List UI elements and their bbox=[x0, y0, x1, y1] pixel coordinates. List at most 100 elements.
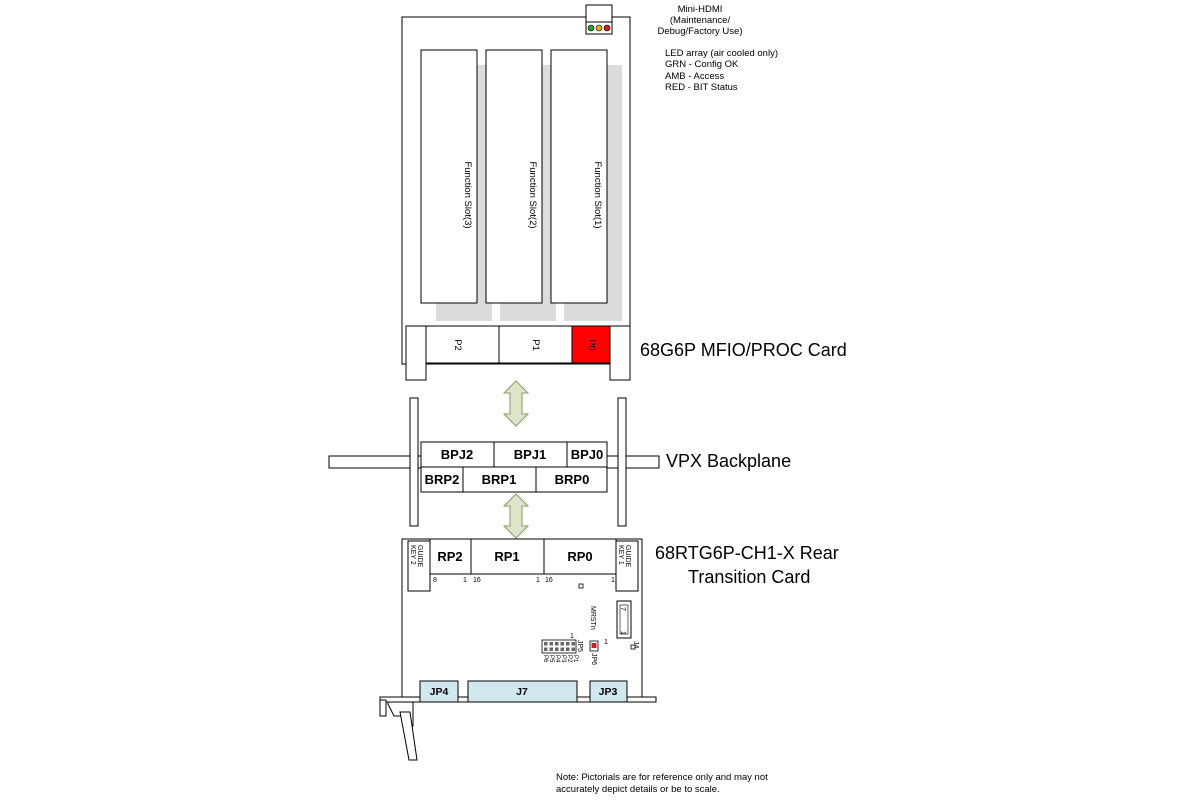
jp6-pin-icon bbox=[591, 643, 597, 648]
j4-inner bbox=[619, 604, 629, 635]
jp5-pin bbox=[549, 642, 553, 646]
jp5-pin bbox=[560, 642, 564, 646]
guide-key-2-line2: KEY 2 bbox=[409, 545, 416, 565]
jp5-pin-p1: P1 bbox=[572, 655, 578, 663]
j7-label: J7 bbox=[516, 686, 528, 698]
jp3-connector bbox=[589, 680, 628, 703]
brp0-connector bbox=[535, 466, 608, 493]
proc-connector-p0 bbox=[571, 325, 611, 364]
jp5-pin bbox=[566, 642, 570, 646]
function-slot-1 bbox=[550, 49, 608, 304]
rtm-title-line1: 68RTG6P-CH1-X Rear bbox=[655, 543, 839, 563]
brp2-connector bbox=[420, 466, 464, 493]
p0-label: P0 bbox=[586, 339, 597, 351]
rp1-pin-right: 1 bbox=[536, 577, 540, 584]
mini-hdmi-label-3: Debug/Factory Use) bbox=[657, 26, 742, 37]
proc-card-title: 68G6P MFIO/PROC Card bbox=[640, 340, 847, 360]
jp6-one-label: 1 bbox=[604, 639, 608, 646]
jp3-label: JP3 bbox=[599, 686, 618, 698]
rp1-connector bbox=[470, 538, 545, 575]
bpj0-label: BPJ0 bbox=[571, 447, 604, 462]
rp0-pin-right: 1 bbox=[611, 577, 615, 584]
jp5-pin bbox=[560, 647, 564, 651]
led-green-icon bbox=[587, 24, 595, 32]
mating-arrow-lower-icon bbox=[502, 493, 530, 539]
led-array-label-3: AMB - Access bbox=[665, 71, 724, 82]
guide-key-2-line1: GUIDE bbox=[416, 545, 423, 568]
brp2-label: BRP2 bbox=[425, 472, 460, 487]
jp5-pin bbox=[571, 647, 575, 651]
rp1-pin-left: 16 bbox=[473, 577, 481, 584]
function-slot-2 bbox=[485, 49, 543, 304]
rp2-label: RP2 bbox=[437, 549, 462, 564]
mini-hdmi-label-2: (Maintenance/ bbox=[670, 15, 731, 26]
rp1-label: RP1 bbox=[494, 549, 519, 564]
jp5-pin bbox=[544, 647, 548, 651]
rp2-connector bbox=[429, 538, 472, 575]
proc-card: Function Slot(3) Function Slot(2) Functi… bbox=[401, 4, 631, 381]
jp5-pin bbox=[571, 642, 575, 646]
function-slot-2-label: Function Slot(2) bbox=[527, 161, 538, 228]
jp5-pin bbox=[549, 647, 553, 651]
p2-label: P2 bbox=[452, 339, 463, 351]
led-array-label-4: RED - BIT Status bbox=[665, 82, 738, 93]
proc-connector-p2 bbox=[425, 325, 500, 364]
jp4-connector bbox=[419, 680, 459, 703]
jp4-label: JP4 bbox=[430, 686, 449, 698]
jp5-one-label: 1 bbox=[570, 633, 574, 640]
rp2-pin-left: 8 bbox=[433, 577, 437, 584]
jp5-pin bbox=[544, 642, 548, 646]
brp1-connector bbox=[462, 466, 537, 493]
p1-label: P1 bbox=[530, 339, 541, 351]
jp5-pin-p6: P6 bbox=[542, 655, 548, 663]
function-slot-3-label: Function Slot(3) bbox=[462, 161, 473, 228]
rp0-label: RP0 bbox=[567, 549, 592, 564]
rp0-connector bbox=[543, 538, 617, 575]
jp5-pin bbox=[566, 647, 570, 651]
jp5-pin bbox=[555, 642, 559, 646]
backplane-left-rail bbox=[409, 397, 419, 527]
bpj0-connector bbox=[566, 441, 608, 468]
backplane-right-rail bbox=[617, 397, 627, 527]
j4-label: J4 bbox=[632, 641, 639, 649]
vpx-backplane: BPJ2 BPJ1 BPJ0 BRP2 BRP1 BRP0 bbox=[328, 397, 660, 527]
j4-marker bbox=[630, 644, 636, 650]
backplane-title: VPX Backplane bbox=[666, 451, 791, 471]
j7-connector bbox=[467, 680, 578, 703]
rtm-card: GUIDE KEY 2 GUIDE KEY 1 RP2 RP1 RP0 8 1 … bbox=[379, 538, 657, 761]
brp0-label: BRP0 bbox=[555, 472, 590, 487]
jp5-pin-p3: P3 bbox=[560, 655, 566, 663]
function-slot-3 bbox=[420, 49, 478, 304]
jp5-pins bbox=[544, 642, 575, 651]
note-line1: Note: Pictorials are for reference only … bbox=[556, 772, 768, 783]
led-amber-icon bbox=[595, 24, 603, 32]
guide-key-1-line1: GUIDE bbox=[624, 545, 631, 568]
rp2-pin-right: 1 bbox=[463, 577, 467, 584]
jp5-pin-p2: P2 bbox=[566, 655, 572, 663]
bpj2-connector bbox=[420, 441, 495, 468]
jp5-pin-p5: P5 bbox=[548, 655, 554, 663]
rtm-title-line2: Transition Card bbox=[688, 567, 810, 587]
j4-pin1-label: 1 bbox=[619, 631, 626, 635]
led-array-label-1: LED array (air cooled only) bbox=[665, 48, 778, 59]
led-red-icon bbox=[603, 24, 611, 32]
small-component bbox=[578, 583, 584, 589]
bpj1-label: BPJ1 bbox=[514, 447, 547, 462]
proc-connector-p1 bbox=[498, 325, 573, 364]
ejector-handle-icon bbox=[399, 711, 418, 761]
bpj2-label: BPJ2 bbox=[441, 447, 474, 462]
proc-right-guide bbox=[609, 325, 631, 381]
mini-hdmi-connector bbox=[585, 4, 613, 23]
proc-left-guide bbox=[405, 325, 427, 381]
rp0-pin-left: 16 bbox=[545, 577, 553, 584]
front-panel-tab bbox=[379, 699, 387, 717]
mini-hdmi-label-1: Mini-HDMI bbox=[678, 4, 723, 15]
jp5-pin bbox=[555, 647, 559, 651]
jp6-label: JP6 bbox=[590, 653, 597, 665]
note-line2: accurately depict details or be to scale… bbox=[556, 784, 720, 795]
bpj1-connector bbox=[493, 441, 568, 468]
jp5-header bbox=[541, 639, 577, 654]
mating-arrow-upper-icon bbox=[502, 380, 530, 427]
function-slot-1-label: Function Slot(1) bbox=[592, 161, 603, 228]
